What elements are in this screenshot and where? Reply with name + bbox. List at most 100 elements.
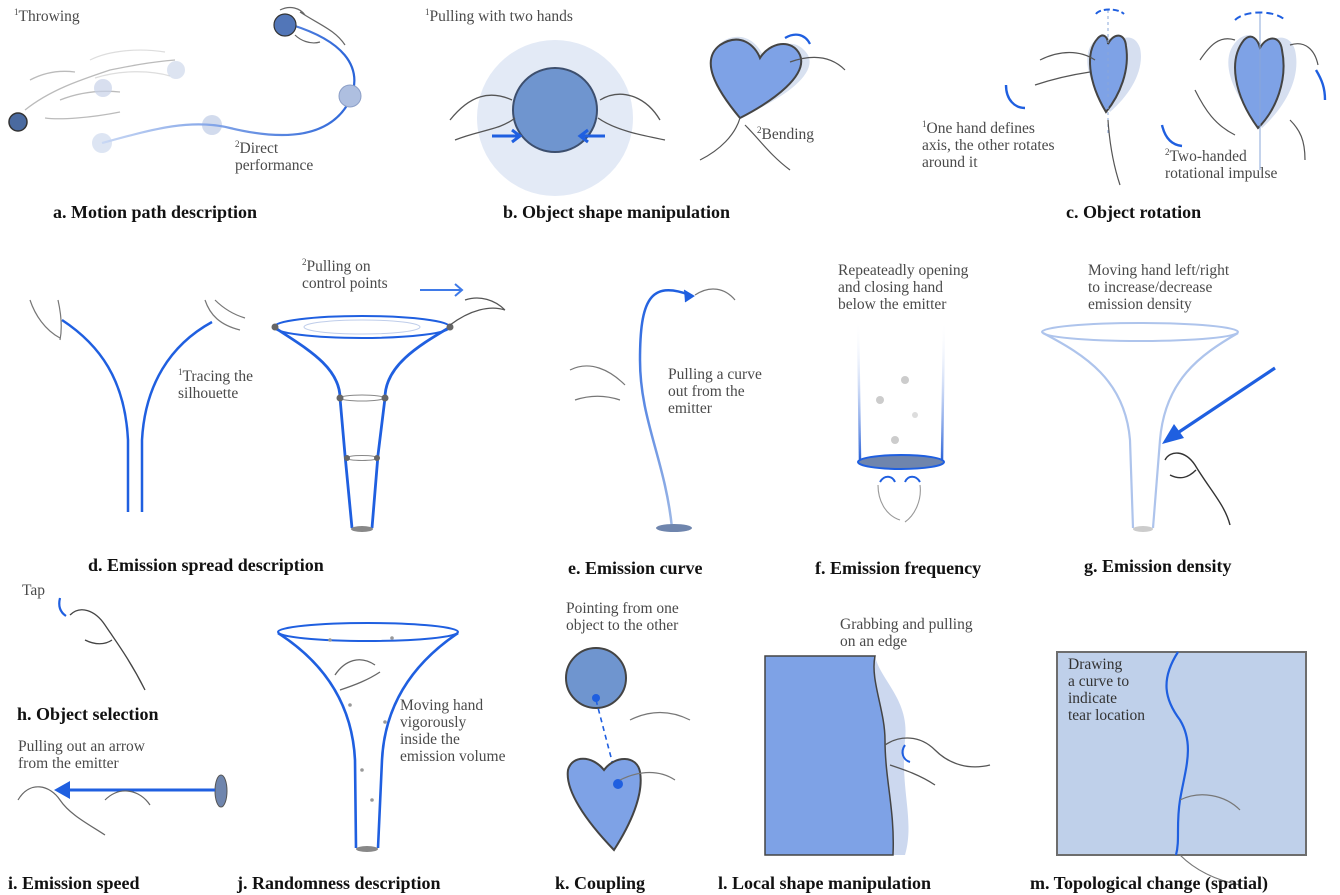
hand-sketch (335, 660, 380, 690)
ring (340, 395, 384, 401)
plane-object (765, 656, 893, 855)
annotation-d2: 2Pulling on control points (302, 258, 388, 292)
control-point (374, 455, 380, 461)
panel-g-emission-density (1042, 323, 1275, 532)
particle (876, 396, 884, 404)
silhouette-trace (62, 320, 128, 512)
caption-e: e. Emission curve (568, 558, 703, 579)
panel-i-emission-speed (18, 775, 227, 835)
caption-i: i. Emission speed (8, 873, 140, 894)
open-close-arrows (880, 477, 920, 482)
silhouette-trace (142, 322, 212, 512)
annotation-j: Moving hand vigorously inside the emissi… (400, 697, 505, 765)
caption-j: j. Randomness description (237, 873, 441, 894)
hand-sketch (18, 787, 150, 835)
annotation-h: Tap (22, 582, 45, 599)
particle (891, 436, 899, 444)
caption-g: g. Emission density (1084, 556, 1232, 577)
particle (390, 636, 394, 640)
caption-l: l. Local shape manipulation (718, 873, 931, 894)
particle (360, 768, 364, 772)
panel-f-emission-frequency (858, 320, 944, 522)
funnel-outline (1043, 333, 1238, 528)
caption-b: b. Object shape manipulation (503, 202, 730, 223)
caption-d: d. Emission spread description (88, 555, 324, 576)
ring (346, 456, 378, 461)
rotate-arrow (1316, 70, 1325, 100)
annotation-b1: 1Pulling with two hands (425, 8, 573, 25)
heart-object (711, 40, 801, 118)
ball-ghost (94, 79, 112, 97)
emission-column (942, 320, 944, 460)
rotate-arrow (1096, 10, 1124, 15)
density-arrowhead (1162, 424, 1184, 444)
control-point (272, 324, 279, 331)
annotation-m: Drawing a curve to indicate tear locatio… (1068, 656, 1145, 724)
emitter-rim (274, 316, 450, 338)
caption-c: c. Object rotation (1066, 202, 1201, 223)
hand-sketch-ghost (90, 50, 170, 78)
heart-object (1235, 37, 1283, 128)
caption-m: m. Topological change (spatial) (1030, 873, 1268, 894)
hand-sketch (450, 298, 505, 325)
control-point (344, 455, 350, 461)
annotation-b2: 2Bending (757, 126, 814, 143)
particle (383, 720, 387, 724)
pull-arrow (420, 284, 462, 296)
panel-a-motion-path (9, 8, 361, 153)
annotation-e: Pulling a curve out from the emitter (668, 366, 762, 417)
panel-k-coupling (566, 648, 690, 850)
emitter-base (1133, 526, 1153, 532)
emitter-base (656, 524, 692, 532)
control-point (382, 395, 389, 402)
particle (348, 703, 352, 707)
emitter-rim (1042, 323, 1238, 341)
density-arrow (1170, 368, 1275, 438)
curve-arrowhead (684, 290, 694, 302)
panel-h-object-selection (59, 598, 145, 690)
emitter (215, 775, 227, 807)
annotation-k: Pointing from one object to the other (566, 600, 679, 634)
annotation-g: Moving hand left/right to increase/decre… (1088, 262, 1229, 313)
rotate-arrow (1162, 125, 1182, 146)
emitter (858, 455, 944, 469)
rotate-arrow (1006, 85, 1025, 108)
annotation-a2: 2Direct performance (235, 140, 313, 174)
funnel-outline (274, 327, 450, 528)
emitter-rim (278, 623, 458, 641)
annotation-a1: 1Throwing (14, 8, 80, 25)
caption-a: a. Motion path description (53, 202, 257, 223)
annotation-d1: 1Tracing the silhouette (178, 368, 253, 402)
caption-k: k. Coupling (555, 873, 645, 894)
annotation-i: Pulling out an arrow from the emitter (18, 738, 145, 772)
thrown-ball-start (9, 113, 27, 131)
particle (328, 638, 332, 642)
emitter-base (351, 526, 373, 532)
control-point (337, 395, 344, 402)
particle (370, 798, 374, 802)
emission-column (858, 320, 860, 460)
ball-on-path (339, 85, 361, 107)
emitter-rim-ghost (304, 320, 420, 334)
annotation-l: Grabbing and pulling on an edge (840, 616, 973, 650)
speed-arrowhead (54, 781, 70, 799)
particle (901, 376, 909, 384)
panel-b-shape-manipulation (450, 35, 845, 196)
hand-sketch (878, 485, 920, 522)
annotation-c1: 1One hand defines axis, the other rotate… (922, 120, 1055, 171)
tap-arrow (59, 598, 66, 616)
ball-ghost (167, 61, 185, 79)
target-dot (613, 779, 623, 789)
particle (912, 412, 918, 418)
panel-l-local-shape (765, 656, 990, 855)
heart-object (568, 759, 641, 850)
annotation-c2: 2Two-handed rotational impulse (1165, 148, 1277, 182)
emitter-base (356, 846, 378, 852)
caption-h: h. Object selection (17, 704, 158, 725)
held-ball (274, 14, 296, 36)
annotation-f: Repeateadly opening and closing hand bel… (838, 262, 968, 313)
hand-sketch (70, 610, 145, 690)
hand-sketch (1165, 453, 1230, 525)
bend-arrow (785, 35, 810, 44)
